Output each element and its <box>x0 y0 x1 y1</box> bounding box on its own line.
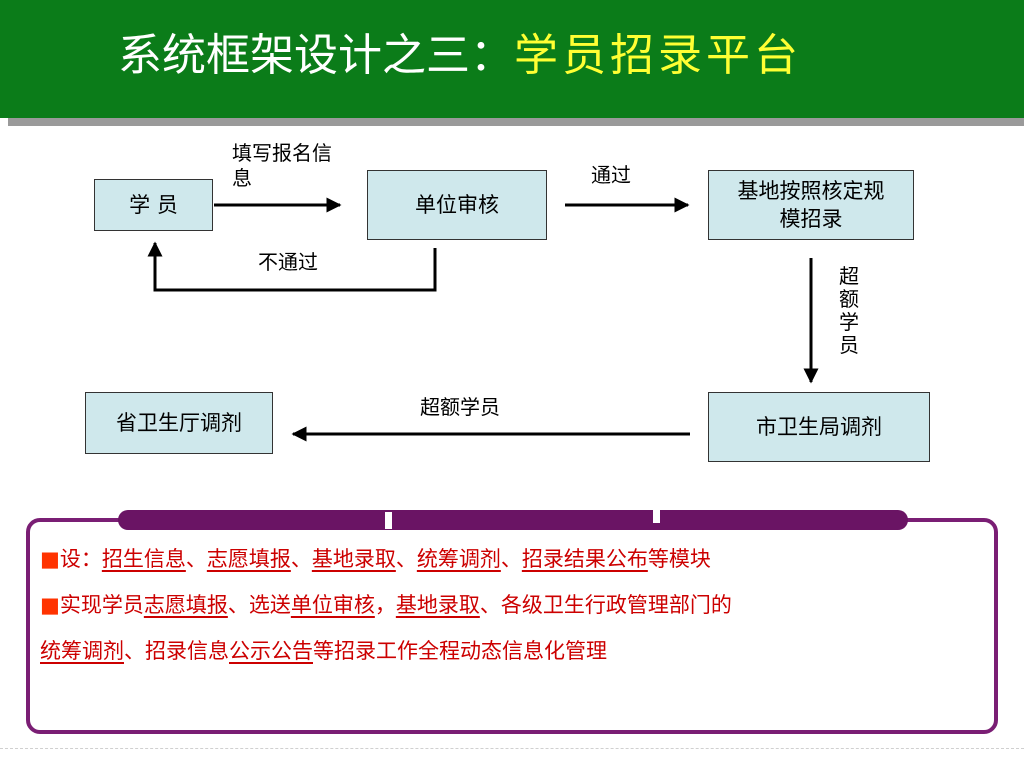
goal-text: 、各级卫生行政管理部门的 <box>479 593 732 617</box>
goal-volunteer-application: 志愿填报 <box>143 593 228 617</box>
node-province-dept-label: 省卫生厅调剂 <box>116 411 242 435</box>
slide-title: 系统框架设计之三：学员招录平台 <box>118 26 802 86</box>
node-student: 学 员 <box>94 179 213 231</box>
module-result-publication: 招录结果公布 <box>521 547 648 571</box>
arrow-fail-return <box>147 241 437 292</box>
module-volunteer-application: 志愿填报 <box>206 547 291 571</box>
node-base-recruit: 基地按照核定规模招录 <box>708 170 914 240</box>
goal-text: 、选送 <box>227 593 291 617</box>
slide-title-main: 系统框架设计之三： <box>118 30 514 81</box>
bullet-goal: ■实现学员志愿填报、选送单位审核，基地录取、各级卫生行政管理部门的 <box>40 582 990 628</box>
goal-unit-review: 单位审核 <box>290 593 375 617</box>
module-coordinated-adjustment: 统筹调剂 <box>416 547 501 571</box>
label-fail: 不通过 <box>258 250 318 274</box>
module-base-admission: 基地录取 <box>311 547 396 571</box>
node-student-label: 学 员 <box>129 193 178 217</box>
summary-text: ■设：招生信息、志愿填报、基地录取、统筹调剂、招录结果公布等模块 ■实现学员志愿… <box>40 536 990 674</box>
node-city-bureau: 市卫生局调剂 <box>708 392 930 462</box>
modules-sep: 、 <box>290 547 312 571</box>
bullet-square-icon: ■ <box>40 593 60 617</box>
title-bar <box>0 0 1024 118</box>
node-unit-review: 单位审核 <box>367 170 547 240</box>
title-bar-shadow <box>8 118 1024 126</box>
modules-prefix: 设： <box>59 547 102 571</box>
goal-public-notice: 公示公告 <box>229 639 313 663</box>
label-pass: 通过 <box>591 163 631 187</box>
label-excess-horizontal: 超额学员 <box>420 395 500 419</box>
modules-sep: 、 <box>185 547 207 571</box>
slide-title-highlight: 学员招录平台 <box>514 30 802 81</box>
module-enrollment-info: 招生信息 <box>101 547 186 571</box>
bullet-square-icon: ■ <box>40 547 60 571</box>
panel-bar-notch-right <box>653 509 660 523</box>
bullet-modules: ■设：招生信息、志愿填报、基地录取、统筹调剂、招录结果公布等模块 <box>40 536 990 582</box>
node-base-recruit-label: 基地按照核定规模招录 <box>737 179 885 231</box>
panel-bar-notch-left <box>385 512 392 529</box>
node-unit-review-label: 单位审核 <box>415 193 499 217</box>
goal-text: 实现学员 <box>59 593 144 617</box>
goal-text: 等招录工作全程动态信息化管理 <box>313 639 607 663</box>
bullet-goal-continued: 统筹调剂、招录信息公示公告等招录工作全程动态信息化管理 <box>40 628 990 674</box>
node-city-bureau-label: 市卫生局调剂 <box>756 415 882 439</box>
label-fill-info: 填写报名信息 <box>232 141 332 190</box>
goal-base-admission: 基地录取 <box>395 593 480 617</box>
goal-text: ， <box>374 593 396 617</box>
modules-sep: 、 <box>500 547 522 571</box>
goal-text: 、招录信息 <box>124 639 229 663</box>
label-excess-vertical: 超额学员 <box>839 264 859 357</box>
footer-divider <box>0 748 1024 750</box>
goal-coordinated-adjustment: 统筹调剂 <box>40 639 124 663</box>
modules-suffix: 等模块 <box>647 547 711 571</box>
summary-panel-bar <box>118 510 908 530</box>
modules-sep: 、 <box>395 547 417 571</box>
node-province-dept: 省卫生厅调剂 <box>85 392 273 454</box>
